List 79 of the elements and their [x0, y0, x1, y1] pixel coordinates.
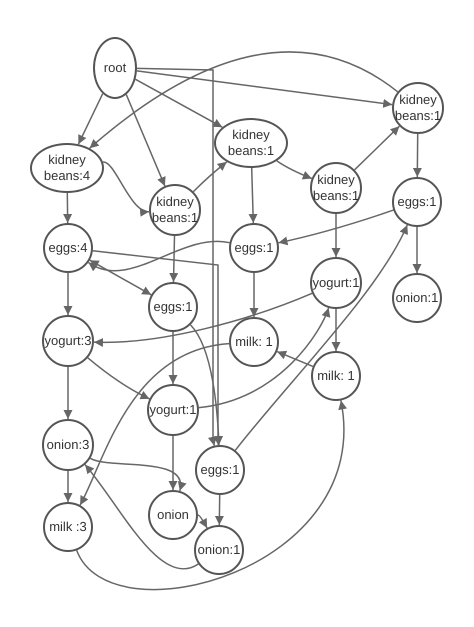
tree-node-circle	[310, 257, 362, 309]
node-label: kidney beans:1	[394, 92, 442, 124]
arrow	[198, 308, 330, 408]
tree-node-circle	[195, 445, 245, 495]
arrow	[102, 161, 150, 215]
tree-node-circle	[148, 490, 198, 540]
arrow	[84, 464, 199, 570]
arrow	[78, 93, 104, 145]
node-label: yogurt:3	[44, 333, 92, 349]
tree-node-circle	[311, 351, 361, 401]
tree-node-circle	[42, 315, 94, 367]
tree-node-circle	[148, 282, 198, 332]
node-label: milk: 1	[235, 334, 273, 350]
arrow	[169, 236, 178, 282]
arrow	[192, 161, 228, 192]
arrow	[135, 78, 223, 128]
arrow	[332, 214, 340, 257]
tree-node-circle	[310, 162, 362, 214]
arrow	[332, 309, 340, 351]
tree-node-circle	[43, 502, 93, 552]
node-label: eggs:1	[200, 462, 240, 478]
arrow	[126, 94, 166, 186]
arrow	[198, 514, 208, 528]
tree-node-circle	[392, 273, 442, 323]
arrow	[248, 168, 258, 224]
node-label: onion	[157, 507, 189, 523]
node-label: kidney beans:4	[42, 152, 92, 184]
node-label: eggs:1	[234, 240, 274, 256]
node-label: kidney beans:1	[226, 127, 276, 159]
arrow	[276, 350, 314, 368]
node-label: kidney beans:1	[312, 172, 360, 204]
tree-node-ellipse	[93, 37, 137, 99]
arrow	[276, 160, 312, 180]
arrow	[136, 70, 392, 108]
tree-node-circle	[149, 184, 201, 236]
tree-node-circle	[42, 419, 94, 471]
node-label: milk :3	[49, 519, 87, 535]
tree-node-circle	[229, 317, 279, 367]
tree-node-circle	[229, 223, 279, 273]
arrow	[168, 436, 178, 490]
node-label: yogurt:1	[150, 402, 196, 418]
arrow	[168, 332, 178, 384]
node-label: onion:1	[396, 290, 438, 306]
arrow	[190, 324, 224, 446]
arrow	[87, 357, 150, 400]
arrow	[89, 51, 398, 149]
arrow	[412, 227, 422, 273]
arrow	[88, 240, 230, 272]
arrow	[64, 367, 72, 419]
node-label: kidney beans:1	[151, 194, 199, 226]
node-label: yogurt:1	[312, 275, 360, 291]
node-label: root	[104, 60, 126, 76]
node-label: eggs:1	[397, 194, 437, 210]
tree-node-circle	[392, 177, 442, 227]
arrow	[89, 260, 152, 296]
tree-node-circle	[147, 384, 199, 436]
arrow	[76, 400, 346, 590]
arrow	[90, 458, 186, 491]
node-label: onion:3	[46, 437, 90, 453]
arrow	[63, 192, 72, 224]
arrow	[136, 68, 217, 446]
arrow	[354, 126, 400, 170]
arrow	[278, 209, 394, 246]
arrow	[234, 224, 408, 451]
arrow	[79, 342, 230, 506]
node-label: eggs:1	[153, 299, 193, 315]
arrow	[214, 494, 224, 526]
arrow	[94, 292, 312, 347]
tree-node-circle	[392, 82, 444, 134]
tree-node-circle	[194, 525, 244, 575]
arrow	[412, 134, 422, 177]
arrow	[64, 273, 72, 315]
node-label: milk: 1	[317, 368, 355, 384]
tree-node-circle	[43, 223, 93, 273]
arrow	[64, 471, 72, 502]
tree-node-ellipse	[214, 118, 288, 168]
node-label: onion:1	[198, 542, 240, 558]
node-label: eggs:4	[48, 240, 88, 256]
arrow	[250, 273, 258, 317]
